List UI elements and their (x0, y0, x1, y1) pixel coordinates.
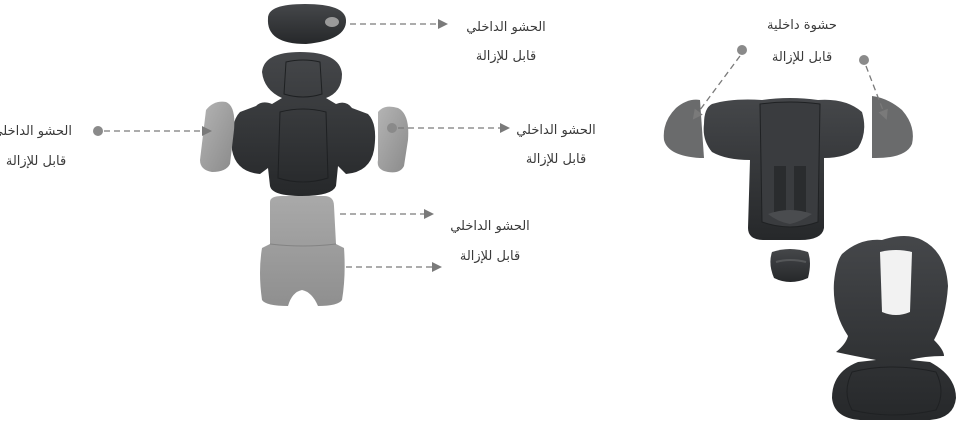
left-pad-label-title: الحشو الداخلي (0, 125, 72, 138)
dot-left-pad (93, 126, 103, 136)
insert-torso-panel (760, 102, 820, 227)
crotch-pad (770, 249, 810, 282)
insert-assembly (664, 96, 956, 420)
right-pad-label-sub: قابل للإزالة (508, 153, 604, 166)
headrest-pad-marker (325, 17, 339, 27)
wing-left-pad (664, 100, 704, 158)
seat-label-title: الحشو الداخلي (442, 220, 538, 233)
right-side-pad (378, 107, 409, 173)
insert-label-title: حشوة داخلية (754, 19, 850, 32)
dot-wing-right (859, 55, 869, 65)
insert-belt-slot-left (774, 166, 786, 212)
dot-wing-left (737, 45, 747, 55)
left-side-pad (200, 102, 234, 172)
right-pad-label-title: الحشو الداخلي (508, 124, 604, 137)
wing-right-pad (872, 96, 913, 158)
exploded-seat-assembly (200, 4, 408, 306)
backrest-cover-slot (880, 250, 912, 315)
headrest-label-sub: قابل للإزالة (458, 50, 554, 63)
insert-label-sub: قابل للإزالة (754, 51, 850, 64)
left-pad-label-sub: قابل للإزالة (0, 155, 72, 168)
seat-cushion (260, 196, 345, 306)
dot-right-pad (387, 123, 397, 133)
seat-label-sub: قابل للإزالة (442, 250, 538, 263)
headrest-label-title: الحشو الداخلي (458, 21, 554, 34)
backrest-insert (232, 52, 375, 196)
insert-belt-slot-right (794, 166, 806, 212)
